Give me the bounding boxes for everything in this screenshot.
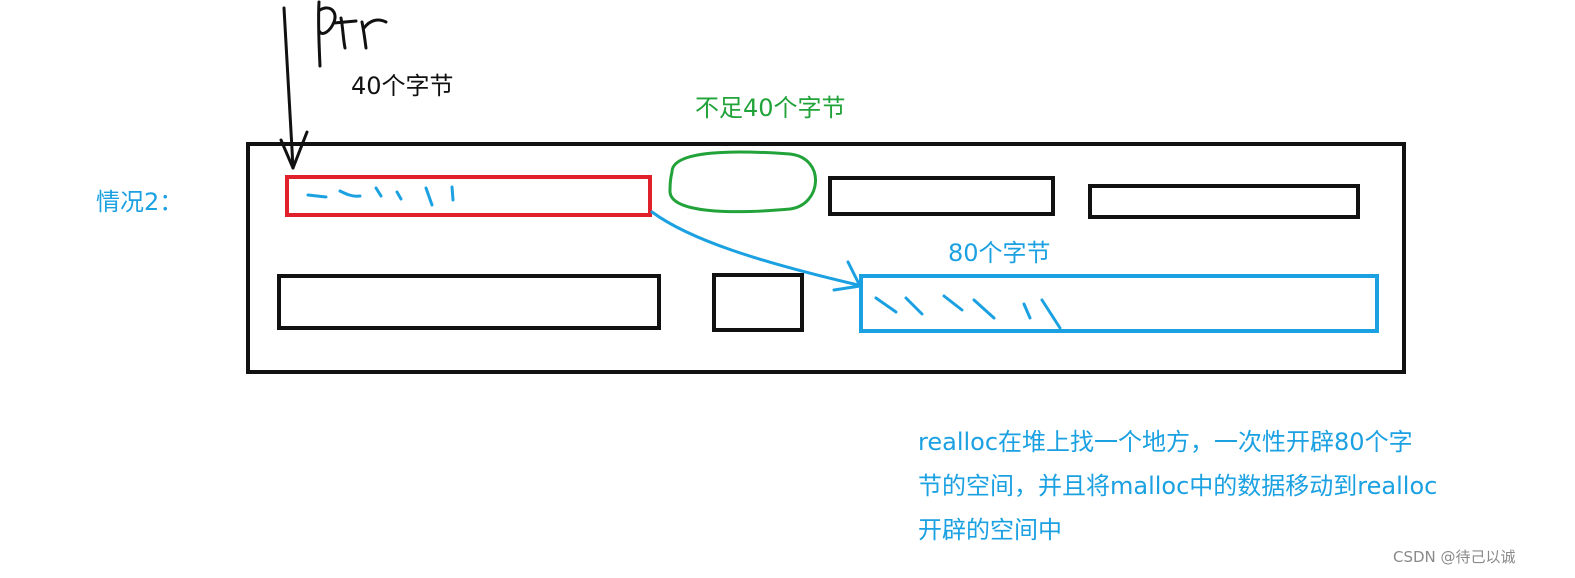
malloc-block-40 xyxy=(285,175,652,217)
ptr-handwriting xyxy=(317,0,388,68)
case-label: 情况2： xyxy=(96,188,184,216)
heap-frame xyxy=(246,142,1406,374)
original-size-label: 40个字节 xyxy=(351,72,454,100)
explanation-line-1: realloc在堆上找一个地方，一次性开辟80个字 xyxy=(918,428,1413,456)
data-marks-new xyxy=(874,294,1062,330)
occupied-block-3 xyxy=(277,274,661,330)
data-marks-old xyxy=(306,185,455,207)
insufficient-space-label: 不足40个字节 xyxy=(695,94,846,122)
explanation-line-3: 开辟的空间中 xyxy=(918,516,1062,544)
new-size-label: 80个字节 xyxy=(948,239,1051,267)
explanation-line-2: 节的空间，并且将malloc中的数据移动到realloc xyxy=(918,472,1438,500)
realloc-explanation: realloc在堆上找一个地方，一次性开辟80个字 节的空间，并且将malloc… xyxy=(918,420,1518,552)
insufficient-space-ellipse xyxy=(668,150,817,214)
migration-arrow xyxy=(650,210,862,292)
occupied-block-4 xyxy=(712,273,804,332)
occupied-block-2 xyxy=(1088,184,1360,219)
realloc-block-80 xyxy=(859,274,1379,333)
watermark: CSDN @待己以诚 xyxy=(1393,548,1516,566)
occupied-block-1 xyxy=(828,176,1055,216)
